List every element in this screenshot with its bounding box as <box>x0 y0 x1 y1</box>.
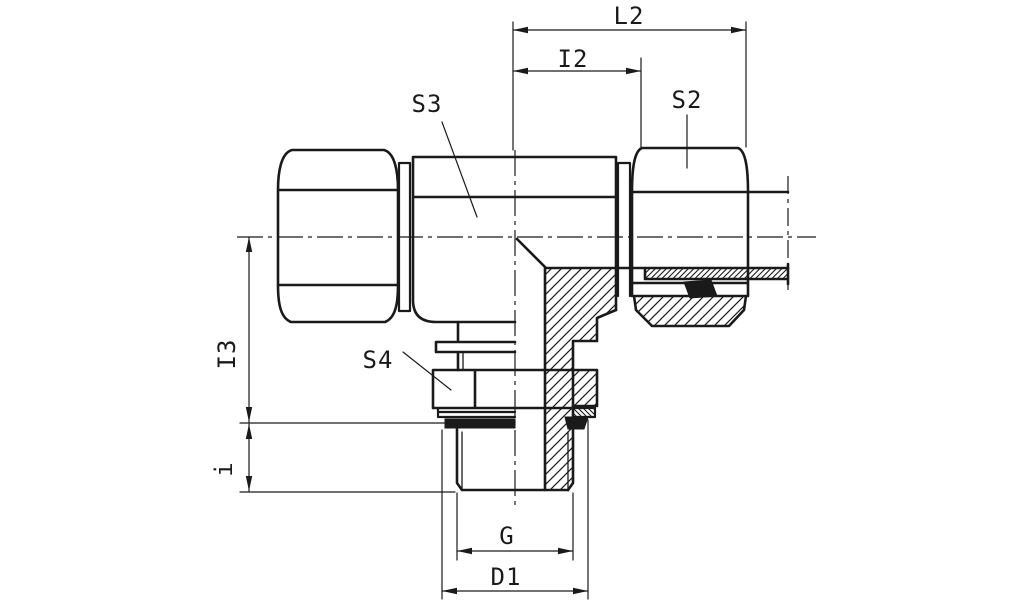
dimensions <box>239 21 747 600</box>
dim-label-s2: S2 <box>671 86 703 114</box>
ed-seal-left <box>444 418 516 429</box>
leader-s4 <box>402 351 452 391</box>
right-ring <box>616 161 632 298</box>
seal-washer <box>436 406 597 419</box>
dim-label-i3: I3 <box>213 338 241 370</box>
branch-neck <box>434 320 517 372</box>
seal-washer-hatch <box>573 408 595 417</box>
right-nut-section-hatch <box>634 296 746 326</box>
dim-label-g: G <box>499 522 515 550</box>
section-hatching <box>545 268 788 490</box>
locknut-section-hatch <box>573 370 597 406</box>
dim-label-d1: D1 <box>490 563 522 591</box>
dim-label-l2: L2 <box>613 2 645 30</box>
locknut-s4 <box>431 368 599 410</box>
dim-label-s4: S4 <box>362 346 394 374</box>
arrowheads <box>245 26 746 595</box>
tube-stub <box>643 190 790 286</box>
dim-label-i2: I2 <box>557 45 589 73</box>
part-outlines <box>276 146 790 492</box>
tube-wall-hatch <box>645 268 788 279</box>
section-outline <box>515 237 790 492</box>
body-section-hatch <box>545 268 616 490</box>
stud-thread-lines <box>461 351 569 491</box>
dim-label-s3: S3 <box>411 90 443 118</box>
leader-s3 <box>441 121 478 218</box>
left-nut <box>276 148 400 324</box>
ed-seal-right-section <box>564 416 589 430</box>
left-ring <box>397 161 412 313</box>
dim-label-i: i <box>210 461 238 477</box>
centerlines <box>237 150 816 505</box>
right-nut <box>630 146 750 328</box>
